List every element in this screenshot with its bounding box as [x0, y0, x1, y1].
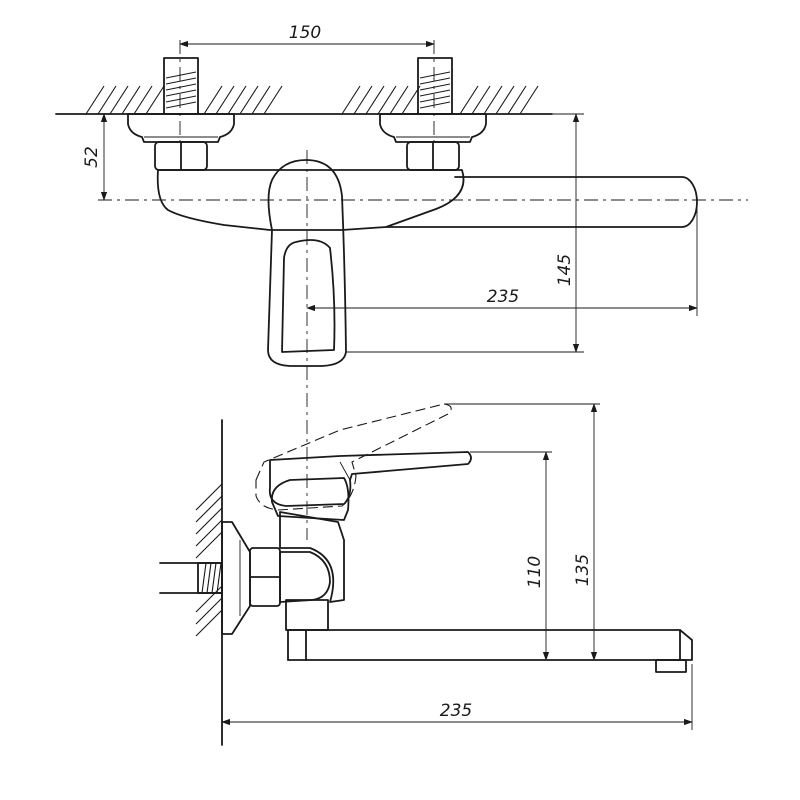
dim-spout-reach-front-label: 235: [487, 287, 519, 307]
supply-pipe-side: [159, 562, 223, 594]
spout-front: [385, 176, 698, 228]
lever-handle-side: [268, 451, 472, 507]
dim-total-reach-side-label: 235: [440, 701, 472, 721]
cartridge-housing: [270, 477, 350, 521]
pipe-thread-right: [417, 57, 453, 115]
pipe-thread-left: [163, 57, 199, 115]
escutcheon-left: [127, 113, 235, 143]
wall-hatching-side: [195, 483, 223, 637]
mixer-body-side: [279, 551, 331, 603]
nut-right: [406, 141, 460, 171]
lever-handle-inner: [281, 239, 336, 353]
dim-wall-to-spout-label: 52: [82, 146, 102, 168]
dim-spout-height-label: 110: [525, 556, 545, 588]
dim-lever-height-label: 135: [573, 554, 593, 586]
nut-left: [154, 141, 208, 171]
aerator: [655, 659, 687, 673]
front-view: 150 52 145 235: [55, 23, 748, 420]
spout-side: [287, 629, 693, 661]
wall-hatching-right: [341, 85, 539, 115]
dim-pipe-spacing-label: 150: [289, 23, 321, 43]
escutcheon-right: [379, 113, 487, 143]
spout-connector: [285, 599, 329, 631]
side-view: 110 135 235: [159, 403, 693, 746]
nut-side: [249, 547, 281, 607]
lever-handle-raised-outline: [255, 403, 452, 511]
lever-handle-front: [267, 159, 347, 367]
mixer-body-front: [156, 169, 465, 231]
wall-hatching-left: [85, 85, 283, 115]
escutcheon-side: [221, 521, 251, 635]
dim-total-height-label: 145: [555, 254, 575, 286]
